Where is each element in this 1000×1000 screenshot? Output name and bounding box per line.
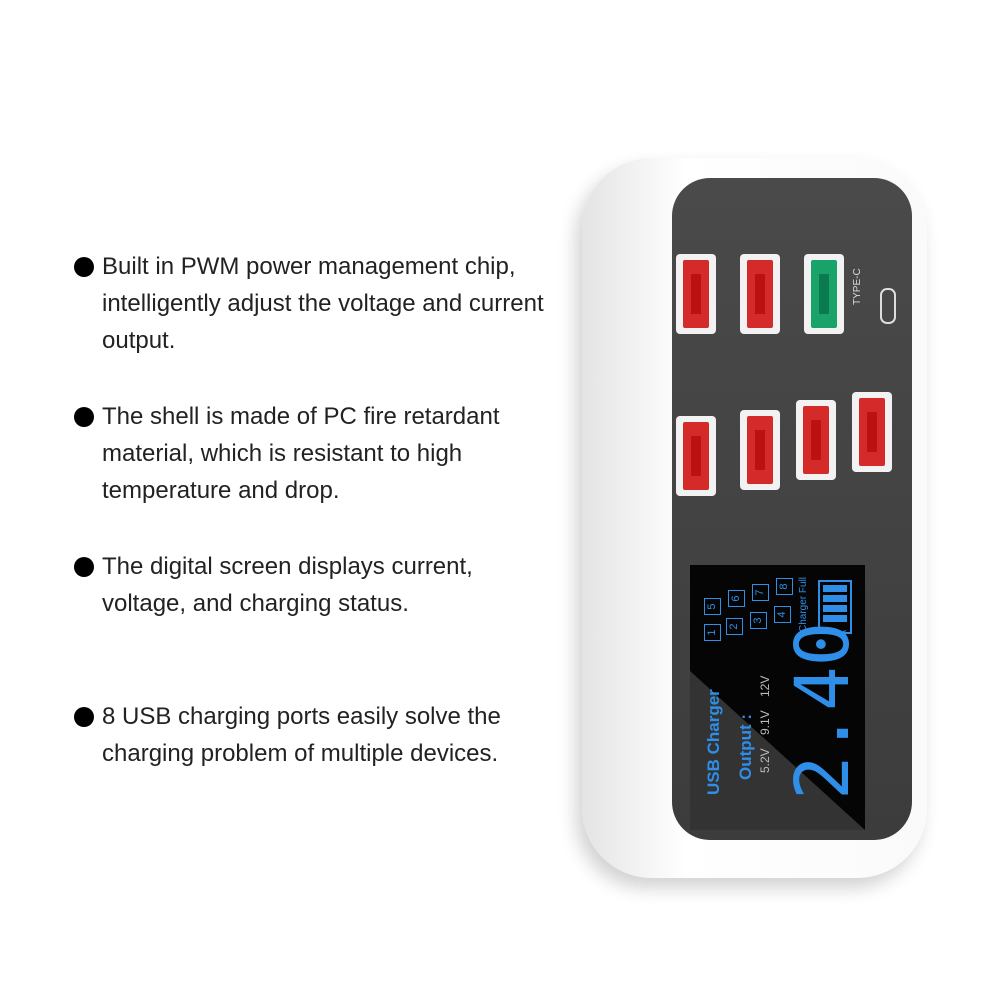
feature-item: The digital screen displays current, vol…	[74, 548, 532, 622]
feature-text: The digital screen displays current, vol…	[102, 553, 473, 617]
port-indicator-5: 5	[704, 598, 721, 615]
usb-port	[740, 410, 780, 490]
usb-port	[676, 416, 716, 496]
feature-text: Built in PWM power management chip, inte…	[102, 253, 544, 354]
voltage-12v: 12V	[758, 675, 772, 697]
bullet-icon	[74, 557, 94, 577]
charge-status: Charger Full	[798, 576, 809, 632]
type-c-label: TYPE-C	[852, 268, 863, 305]
port-indicator-3: 3	[750, 612, 767, 629]
usb-port-quick-charge	[804, 254, 844, 334]
feature-item: The shell is made of PC fire retardant m…	[74, 398, 594, 509]
port-indicator-8: 8	[776, 578, 793, 595]
lcd-output-label: Output :	[736, 713, 755, 780]
usb-port	[796, 400, 836, 480]
current-reading: 2.40	[780, 621, 866, 800]
voltage-9v: 9.1V	[758, 710, 772, 735]
voltage-5v: 5.2V	[758, 748, 772, 773]
usb-port	[740, 254, 780, 334]
bullet-icon	[74, 707, 94, 727]
usb-port	[676, 254, 716, 334]
port-indicator-1: 1	[704, 624, 721, 641]
port-indicator-6: 6	[728, 590, 745, 607]
bullet-icon	[74, 257, 94, 277]
port-indicator-7: 7	[752, 584, 769, 601]
port-indicator-2: 2	[726, 618, 743, 635]
bullet-icon	[74, 407, 94, 427]
feature-item: Built in PWM power management chip, inte…	[74, 248, 594, 359]
battery-full-icon	[818, 580, 852, 634]
usb-port	[852, 392, 892, 472]
feature-text: 8 USB charging ports easily solve the ch…	[102, 703, 501, 767]
port-indicator-4: 4	[774, 606, 791, 623]
feature-text: The shell is made of PC fire retardant m…	[102, 403, 500, 504]
feature-item: 8 USB charging ports easily solve the ch…	[74, 698, 572, 772]
lcd-title: USB Charger	[704, 689, 723, 795]
type-c-port	[880, 288, 896, 324]
